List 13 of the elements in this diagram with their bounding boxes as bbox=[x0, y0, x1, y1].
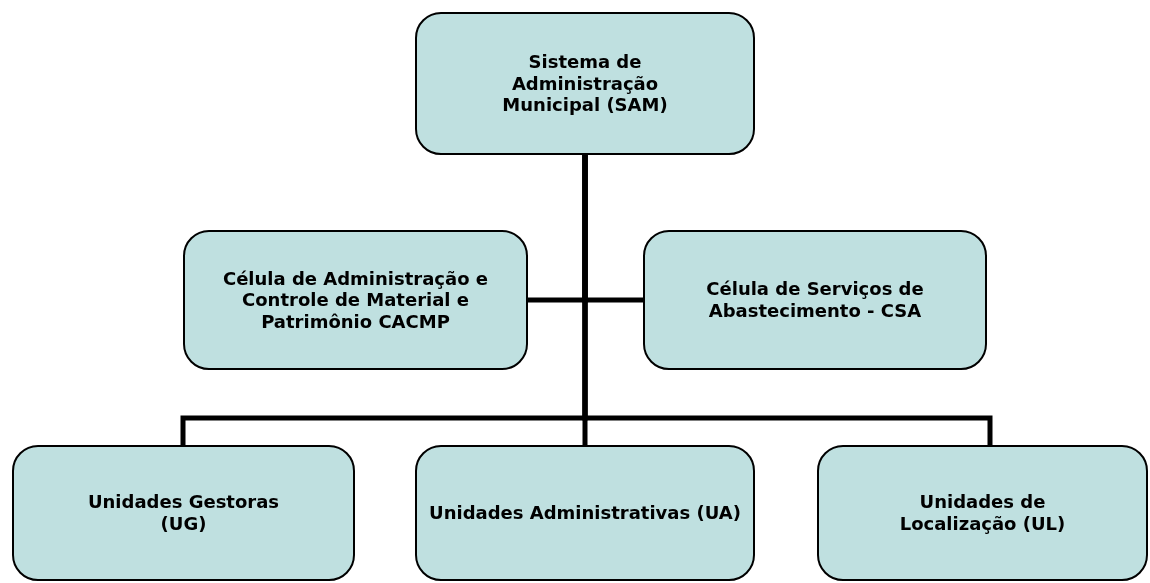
org-unit-box bbox=[12, 445, 355, 581]
org-unit-box bbox=[415, 445, 755, 581]
org-unit-box bbox=[817, 445, 1148, 581]
unit-name: Unidades de Localização (UL) bbox=[898, 491, 1067, 535]
org-unit-box bbox=[643, 230, 987, 370]
unit-name: Célula de Administração e Controle de Material e Patrimônio CACMP bbox=[221, 267, 490, 333]
org-unit-box bbox=[183, 230, 528, 370]
unit-name: Célula de Serviços de Abastecimento - CSA bbox=[705, 278, 925, 322]
unit-name: Unidades Gestoras (UG) bbox=[86, 491, 281, 535]
org-unit-box bbox=[415, 12, 755, 155]
unit-name: Sistema de Administração Municipal (SAM) bbox=[501, 51, 669, 116]
unit-name: Unidades Administrativas (UA) bbox=[429, 502, 741, 524]
connector-line bbox=[582, 155, 993, 445]
